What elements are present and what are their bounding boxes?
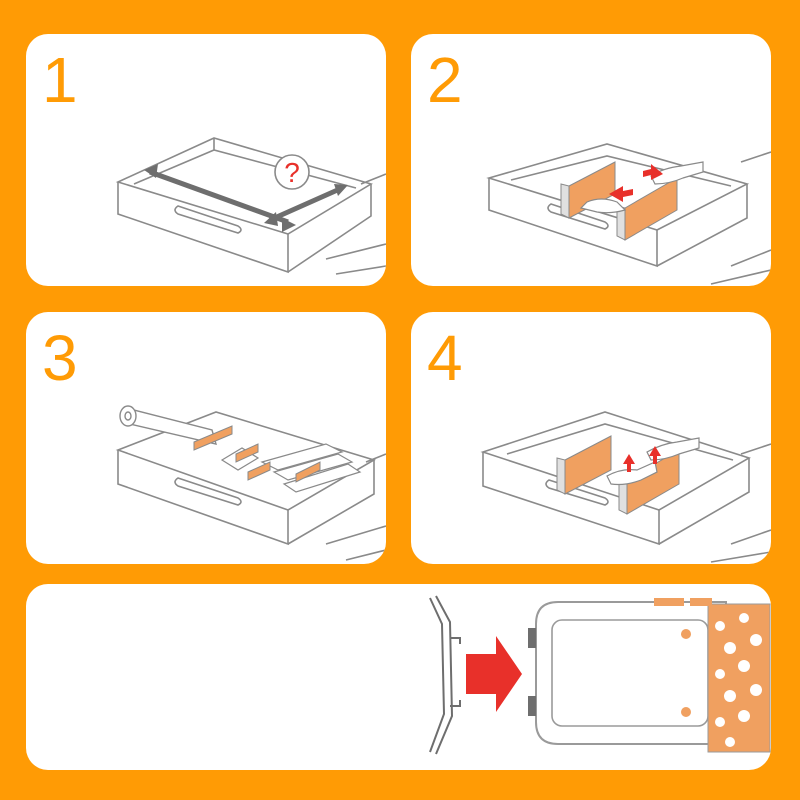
divider-end-enlarged — [528, 598, 771, 753]
drawer-dividers — [193, 425, 321, 483]
hand-right — [650, 161, 704, 185]
question-mark-icon — [274, 154, 310, 190]
step-3-number: 3 — [42, 322, 78, 394]
measure-arrows-icon — [144, 164, 348, 232]
divider-left — [560, 161, 616, 219]
hand-left — [579, 198, 627, 214]
step-4-panel: 4 — [411, 312, 771, 564]
step-1-drawer-illustration: ? — [115, 137, 386, 275]
question-mark-symbol: ? — [284, 157, 300, 188]
rolled-towel — [119, 405, 217, 445]
red-arrow-icon — [623, 446, 661, 472]
step-1-number: 1 — [42, 44, 78, 116]
clip-detail-illustration — [429, 595, 771, 755]
drawer-side-profile — [429, 595, 461, 755]
hand-left — [606, 461, 658, 486]
divider-right — [618, 449, 680, 515]
red-arrow-icon — [466, 636, 522, 712]
step-4-drawer-illustration — [480, 411, 771, 563]
divider-right — [616, 177, 678, 241]
step-2-number: 2 — [427, 44, 463, 116]
divider-left — [556, 435, 612, 495]
step-4-number: 4 — [427, 322, 463, 394]
step-2-panel: 2 — [411, 34, 771, 286]
step-3-drawer-illustration — [115, 405, 386, 561]
step-1-panel: 1 ? — [26, 34, 386, 286]
red-arrow-icon — [609, 164, 663, 202]
step-3-panel: 3 — [26, 312, 386, 564]
clip-detail-panel — [26, 584, 771, 770]
step-2-drawer-illustration — [486, 143, 771, 285]
